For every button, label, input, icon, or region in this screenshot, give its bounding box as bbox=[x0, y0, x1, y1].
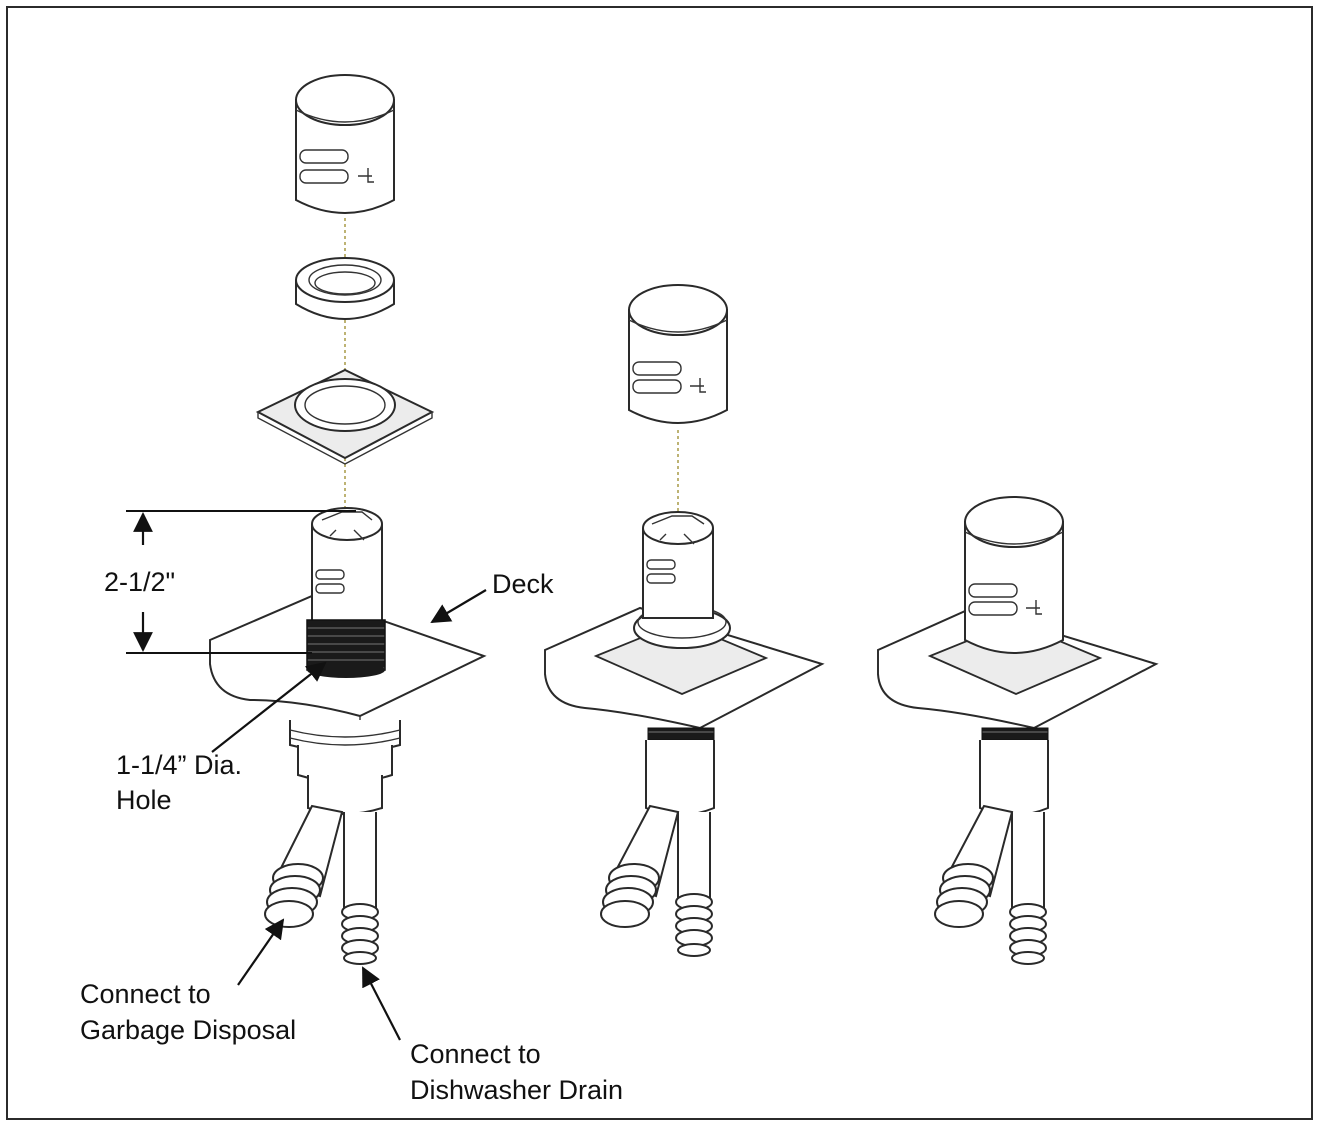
cap-part-right bbox=[964, 496, 1064, 654]
air-gap-body-left bbox=[306, 507, 386, 678]
deck-arrow bbox=[430, 589, 487, 624]
height-dimension bbox=[126, 510, 356, 654]
lower-body-right bbox=[934, 727, 1049, 965]
hole-label-line1: 1-1/4” Dia. bbox=[116, 750, 243, 780]
hole-arrow bbox=[211, 661, 327, 753]
air-gap-body-middle bbox=[642, 511, 714, 619]
lower-body-middle bbox=[600, 727, 715, 957]
partial-assembly bbox=[544, 284, 825, 957]
lock-nut-part bbox=[295, 257, 395, 320]
disposal-label-line2: Garbage Disposal bbox=[80, 1015, 297, 1045]
dishwasher-label-line1: Connect to bbox=[410, 1039, 541, 1069]
cap-part bbox=[295, 74, 395, 214]
dishwasher-label-line2: Dishwasher Drain bbox=[410, 1075, 624, 1105]
disposal-arrow bbox=[237, 918, 285, 986]
disposal-label-line1: Connect to bbox=[80, 979, 211, 1009]
escutcheon-part bbox=[255, 368, 435, 465]
height-dimension-label: 2-1/2" bbox=[104, 567, 176, 597]
dishwasher-arrow bbox=[362, 966, 401, 1041]
hole-label-line2: Hole bbox=[116, 785, 172, 815]
deck-label: Deck bbox=[492, 569, 554, 599]
deck-plate-middle bbox=[544, 605, 825, 734]
cap-part-middle bbox=[628, 284, 728, 424]
diagram-frame bbox=[6, 6, 1313, 1120]
full-assembly bbox=[877, 496, 1159, 965]
dishwasher-hose-barb-left bbox=[341, 903, 379, 965]
exploded-assembly bbox=[126, 74, 487, 1041]
disposal-hose-barb-left bbox=[264, 863, 324, 928]
lower-body-left bbox=[264, 720, 401, 965]
